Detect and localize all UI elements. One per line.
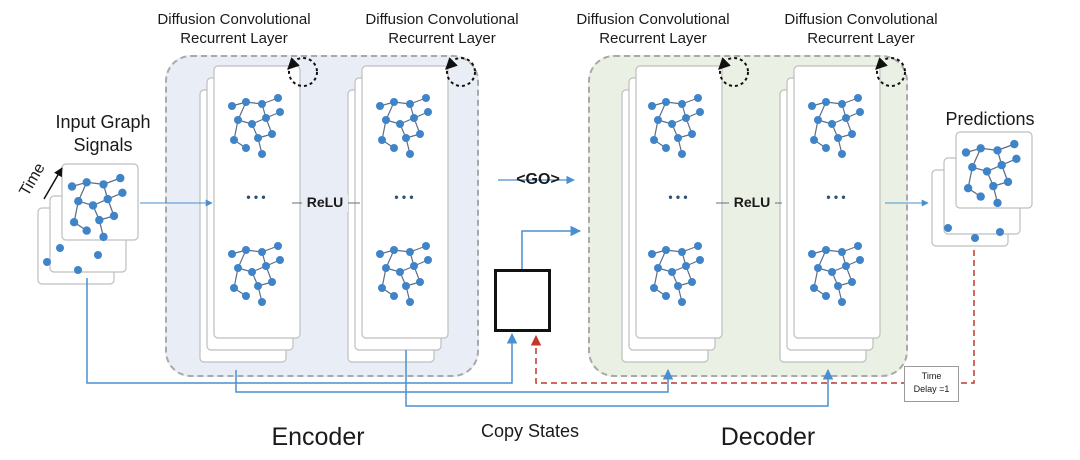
decoder-label: Decoder [720,423,816,451]
ellipsis-dec2: • • • [826,190,846,204]
relu-decoder: ReLU [729,194,775,212]
decoder-layer-2 [779,57,906,363]
ellipsis-dec1: • • • [668,190,688,204]
time-delay-box: Time Delay =1 [904,366,959,402]
time-delay-line1: Time [921,371,942,381]
decoder-layer-1 [621,57,749,363]
encoder-layer-2 [347,57,476,363]
flow-arrows [86,175,975,407]
ellipsis-enc2: • • • [394,190,414,204]
encoder-layer-1 [199,57,318,363]
predictions-title: Predictions [945,109,1035,129]
copy-states-label: Copy States [480,421,580,441]
predictions-stack [931,131,1033,247]
go-token: <GO> [516,171,560,188]
input-graph-stack [37,163,139,285]
relu-encoder: ReLU [302,194,348,212]
scheduled-sampling-box [494,269,551,332]
time-delay-line2: Delay =1 [913,384,950,394]
encoder-label: Encoder [271,423,365,451]
ellipsis-enc1: • • • [246,190,266,204]
